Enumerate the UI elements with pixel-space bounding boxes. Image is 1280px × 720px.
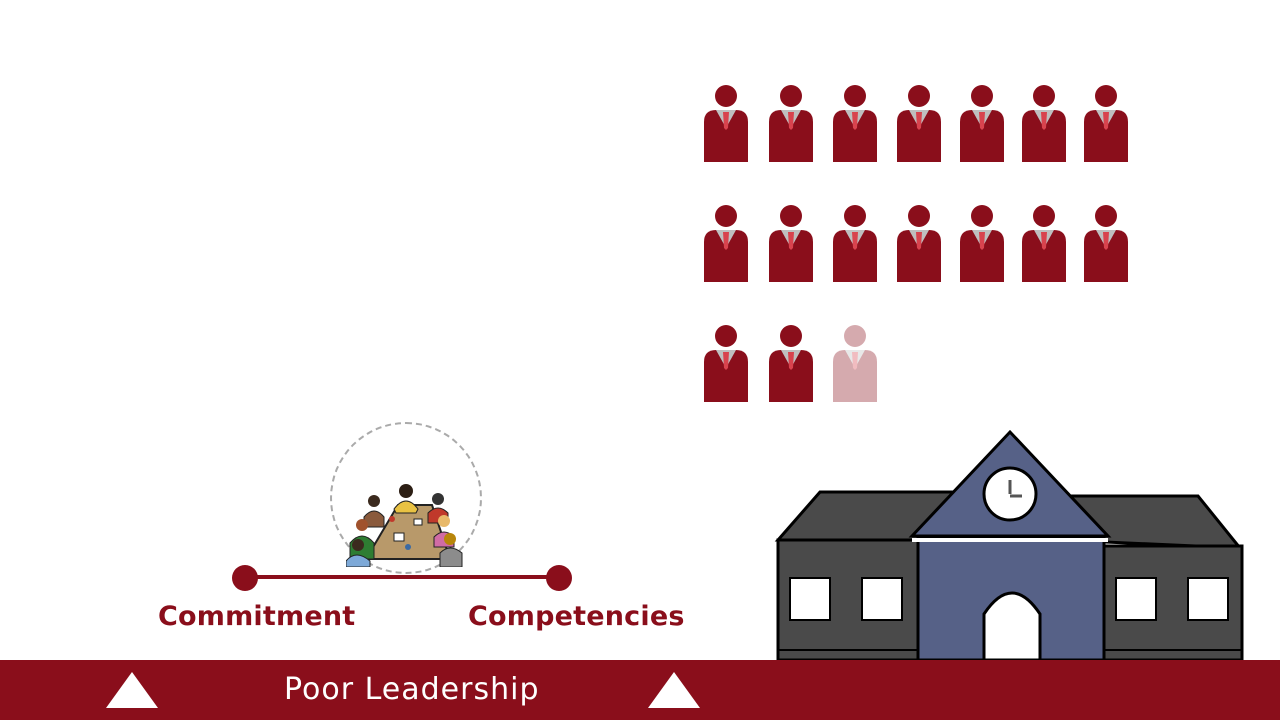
timeline-dot-left bbox=[232, 565, 258, 591]
meeting-illustration bbox=[346, 484, 463, 567]
person-icon bbox=[1022, 200, 1066, 282]
person-icon bbox=[833, 200, 877, 282]
person-icon bbox=[897, 200, 941, 282]
person-icon bbox=[960, 200, 1004, 282]
timeline-dot-right bbox=[546, 565, 572, 591]
people-grid bbox=[700, 80, 1140, 410]
person-icon bbox=[769, 80, 813, 162]
bottom-bar: Poor Leadership bbox=[0, 660, 1280, 720]
meeting-circle bbox=[330, 422, 482, 574]
person-icon bbox=[1022, 80, 1066, 162]
school-building-icon bbox=[774, 429, 1244, 662]
commitment-label: Commitment bbox=[158, 601, 356, 632]
person-icon bbox=[1084, 80, 1128, 162]
person-icon bbox=[704, 200, 748, 282]
triangle-up-icon bbox=[106, 672, 158, 708]
person-icon bbox=[704, 320, 748, 402]
person-icon bbox=[960, 80, 1004, 162]
timeline-line bbox=[246, 575, 559, 579]
person-icon bbox=[704, 80, 748, 162]
person-icon bbox=[1084, 200, 1128, 282]
bar-title: Poor Leadership bbox=[284, 672, 540, 707]
person-icon bbox=[769, 320, 813, 402]
person-icon-faded bbox=[833, 320, 877, 402]
person-icon bbox=[897, 80, 941, 162]
person-icon bbox=[833, 80, 877, 162]
competencies-label: Competencies bbox=[468, 601, 685, 632]
triangle-up-icon bbox=[648, 672, 700, 708]
bottom-bar-right bbox=[808, 660, 1280, 720]
timeline: Commitment Competencies bbox=[150, 415, 684, 655]
person-icon bbox=[769, 200, 813, 282]
